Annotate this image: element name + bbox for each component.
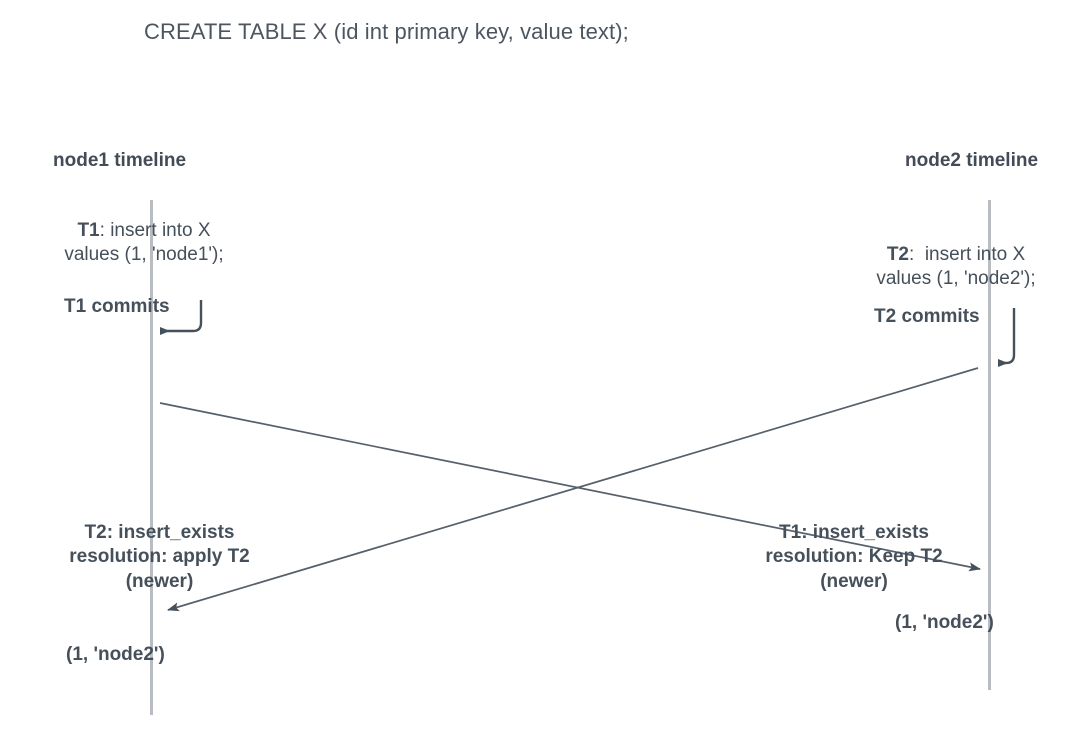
node2-txn-statement-line2: values (1, 'node2'); <box>876 268 1036 290</box>
node2-conflict-resolution: T1: insert_exists resolution: Keep T2(new… <box>724 521 984 594</box>
node2-result-value: (1, 'node2') <box>895 612 994 633</box>
node1-commit-label: T1 commits <box>64 296 170 317</box>
node1-txn-label: T1 <box>77 220 100 241</box>
node1-txn-statement-line2: values (1, 'node1'); <box>64 244 224 266</box>
t2-commit-hook-arrow <box>998 308 1016 367</box>
node2-resolution-line2: resolution: Keep T2 <box>765 546 943 568</box>
node1-resolution-line3: (newer) <box>125 570 194 592</box>
node1-resolution-line1: T2: insert_exists <box>84 522 235 543</box>
replication-arrow-t1-to-node2 <box>159 402 981 572</box>
node1-resolution-line2: resolution: apply T2 <box>69 546 250 568</box>
page-title: CREATE TABLE X (id int primary key, valu… <box>144 19 629 44</box>
node1-timeline-label: node1 timeline <box>53 150 187 171</box>
node2-resolution-line3: (newer) <box>820 570 888 592</box>
replication-arrow-t2-to-node1 <box>167 367 979 612</box>
node1-conflict-resolution: T2: insert_exists resolution: apply T2(ne… <box>42 521 277 594</box>
node1-transaction-statement: T1: insert into X values (1, 'node1'); <box>19 219 269 268</box>
node1-txn-statement-line1: : insert into X <box>99 220 211 241</box>
node2-transaction-statement: T2: insert into X values (1, 'node2'); <box>836 243 1076 292</box>
node2-resolution-line1: T1: insert_exists <box>779 522 929 543</box>
t1-commit-hook-arrow <box>160 300 203 335</box>
node2-timeline-label: node2 timeline <box>905 150 1039 171</box>
node2-txn-label: T2 <box>886 244 909 265</box>
node2-txn-statement-line1: : insert into X <box>909 244 1026 265</box>
node2-commit-label: T2 commits <box>874 306 980 327</box>
node1-result-value: (1, 'node2') <box>66 644 165 665</box>
